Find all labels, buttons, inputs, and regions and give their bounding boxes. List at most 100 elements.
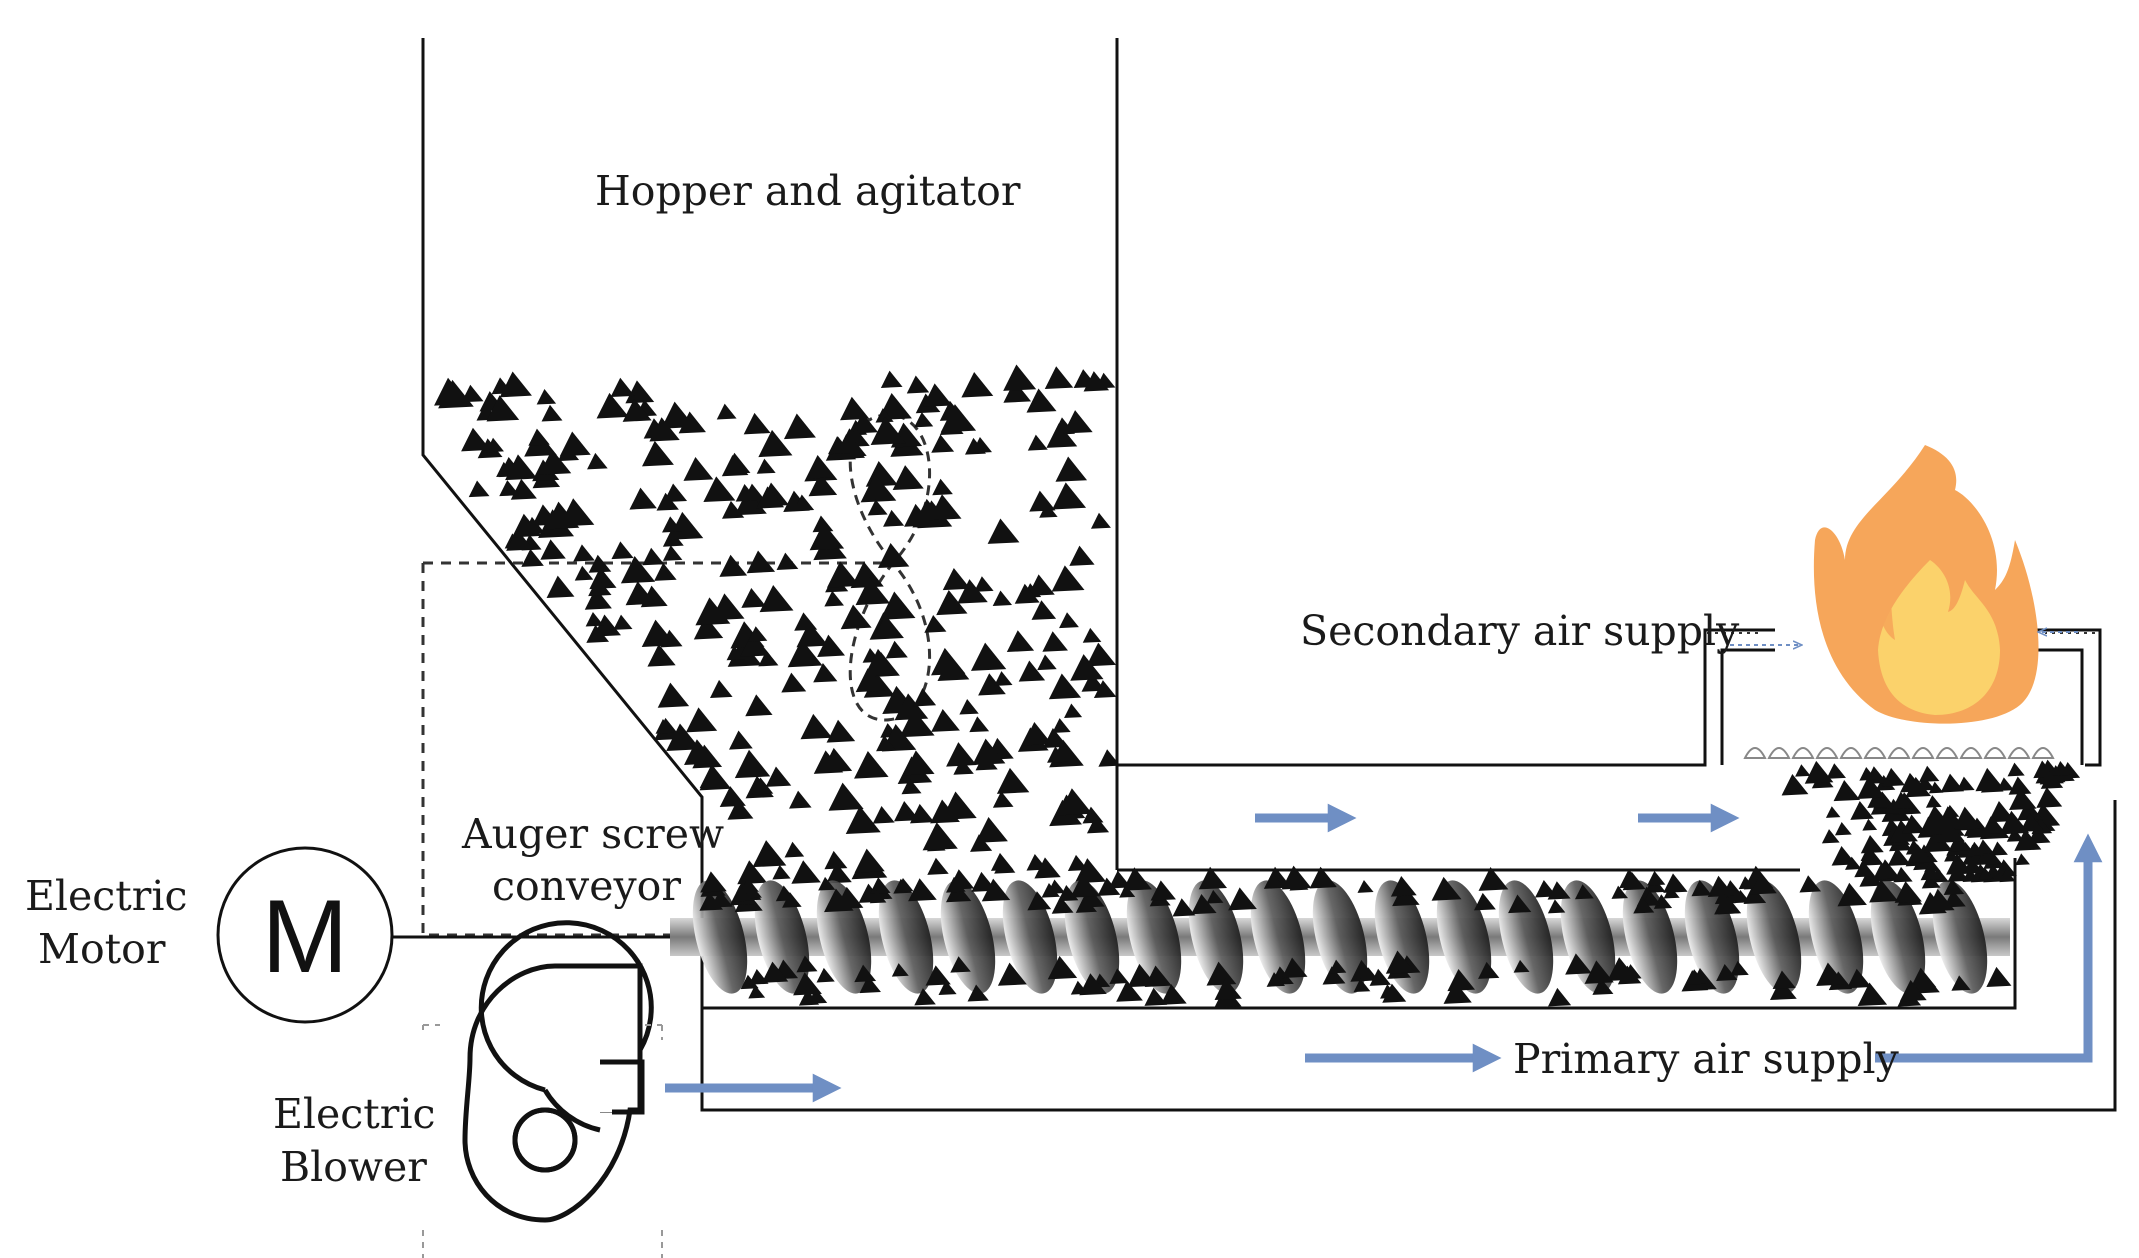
pellet (716, 403, 737, 420)
pellet (751, 777, 774, 795)
pellet (872, 806, 895, 824)
pellet (573, 544, 595, 562)
blower-label-line1: Electric (273, 1090, 435, 1138)
pellet (719, 786, 746, 808)
pellet (930, 799, 960, 824)
motor-symbol: M (262, 879, 349, 995)
pellet (772, 864, 791, 880)
pellet (748, 968, 769, 985)
auger-blade (1312, 880, 1368, 994)
pellet (734, 489, 767, 516)
pellet (957, 579, 988, 604)
pellet (1478, 961, 1500, 979)
pellet (468, 480, 490, 498)
pellet (1990, 841, 2008, 856)
pellet (796, 955, 818, 973)
pellet (2020, 812, 2044, 832)
pellet (461, 427, 491, 452)
pellet (510, 478, 537, 500)
pellet (800, 713, 833, 740)
pellet (683, 457, 714, 481)
pellet (721, 455, 749, 477)
pellet (1857, 982, 1888, 1007)
pellet (789, 790, 812, 809)
pellet (585, 612, 604, 627)
auger-screw-icon (670, 880, 2010, 994)
pellet (629, 487, 657, 510)
pellet (1952, 806, 1983, 831)
pellet (747, 626, 768, 642)
pellet (666, 723, 701, 751)
pellet (1999, 869, 2016, 883)
pellet (1978, 867, 1994, 880)
pellet (654, 562, 677, 581)
pellet (1894, 881, 1922, 903)
pellet (938, 980, 957, 995)
pellet (975, 752, 998, 771)
pellet (828, 436, 851, 455)
pellet (880, 370, 903, 388)
pellet (2006, 827, 2025, 842)
pellet (978, 673, 1006, 696)
pellet (613, 614, 633, 630)
pellet (1075, 895, 1097, 913)
pellet (735, 483, 758, 502)
motor-label-line1: Electric (25, 872, 187, 920)
pellet (894, 693, 929, 721)
pellet (2009, 787, 2037, 811)
pellet (541, 404, 563, 422)
pellet (745, 885, 762, 899)
pellet (758, 429, 793, 458)
pellet (828, 782, 864, 811)
pellet (1943, 889, 1966, 908)
pellet (663, 410, 684, 428)
hopper-label: Hopper and agitator (595, 167, 1021, 215)
pellet (875, 408, 894, 423)
pellet (719, 554, 748, 577)
pellet (1804, 760, 1834, 784)
pellet (946, 742, 977, 767)
pellet (895, 877, 914, 893)
pellet (967, 984, 989, 1002)
auger-pellets (699, 865, 2012, 1008)
pellet (892, 465, 924, 491)
pellet (1856, 776, 1886, 799)
pellet (901, 778, 922, 795)
pellet (992, 791, 1014, 808)
pellet (1867, 792, 1888, 808)
pellet (1357, 879, 1374, 893)
pellet (611, 541, 634, 560)
pellet (987, 518, 1020, 544)
pellet (1329, 959, 1347, 974)
ash-cone (1959, 747, 1983, 759)
pellet (1513, 959, 1530, 973)
pellet (1070, 873, 1101, 898)
pellet (864, 648, 899, 677)
pellet (1663, 873, 1688, 893)
auger-blade (1374, 880, 1430, 994)
pellet (817, 634, 846, 657)
pellet (860, 473, 897, 503)
pellet (781, 672, 807, 693)
pellet (1966, 841, 1986, 857)
pellet (1266, 972, 1286, 987)
pellet (596, 392, 629, 419)
pellet (743, 412, 771, 435)
pellet (1565, 953, 1592, 975)
pellet (1622, 871, 1646, 891)
pellet (1943, 804, 1960, 818)
pellet (826, 862, 852, 884)
pellet (1860, 834, 1884, 854)
pellet (899, 709, 935, 738)
pellet (1003, 380, 1032, 403)
pellet (586, 624, 610, 643)
pellet (700, 871, 727, 893)
labels: Hopper and agitator Auger screw conveyor… (25, 167, 1900, 1191)
pellet (1228, 887, 1257, 911)
pellet (1862, 818, 1878, 831)
pellet (1443, 981, 1472, 1004)
pellet (1042, 631, 1068, 652)
hopper (421, 38, 1119, 870)
pellet (922, 383, 953, 407)
